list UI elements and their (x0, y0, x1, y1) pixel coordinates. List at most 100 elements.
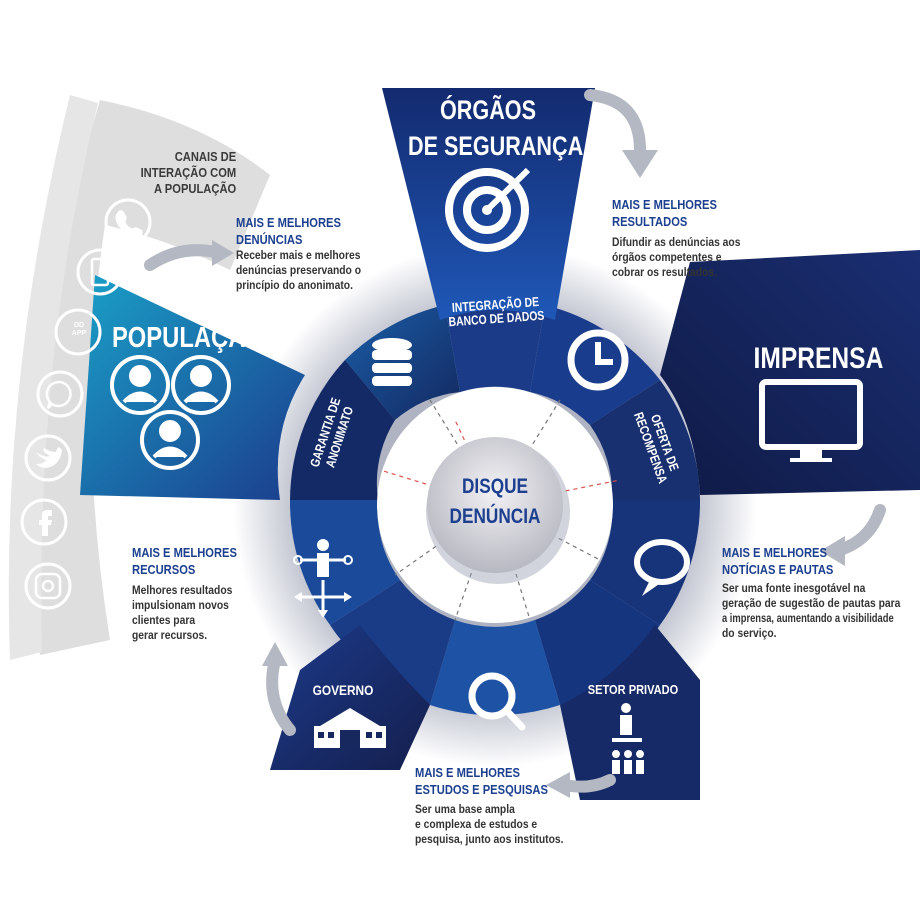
private-sector-icon (612, 703, 644, 774)
recursos-body-4: gerar recursos. (132, 628, 208, 642)
mobile-icon (76, 248, 124, 296)
search-icon (468, 672, 526, 731)
arrow-governo (266, 654, 296, 736)
governo-panel (270, 625, 430, 770)
denuncias-body-1: Receber mais e melhores (236, 248, 361, 262)
center-title: DISQUE DENÚNCIA (439, 472, 551, 532)
canais-line-2: INTERAÇÃO COM (140, 165, 236, 180)
recursos-body-2: impulsionam novos (132, 598, 229, 612)
person-arrows-icon (293, 539, 353, 618)
twitter-icon (24, 434, 72, 482)
noticias-body-1: Ser uma fonte inesgotável na (722, 581, 866, 595)
annotation-recursos: MAIS E MELHORES RECURSOS Melhores result… (132, 544, 254, 643)
populacao-title: POPULAÇÃO (111, 322, 264, 354)
setor-panel (560, 625, 700, 800)
annotation-resultados: MAIS E MELHORES RESULTADOS Difundir as d… (612, 196, 761, 280)
resultados-body-2: órgãos competentes e (612, 250, 722, 264)
ring-seg-setor (535, 580, 660, 705)
monitor-icon (759, 379, 863, 462)
estudos-body-3: pesquisa, junto aos institutos. (415, 832, 564, 846)
resultados-head-2: RESULTADOS (612, 214, 688, 229)
noticias-body-4: do serviço. (722, 626, 777, 640)
recursos-body-3: clientes para (132, 613, 196, 627)
facebook-glyph (39, 510, 52, 536)
canais-line-1: CANAIS DE (174, 149, 236, 164)
ring-seg-integracao (445, 298, 545, 392)
recursos-head-2: RECURSOS (132, 562, 196, 577)
imprensa-title: IMPRENSA (753, 342, 884, 375)
clock-icon (567, 329, 629, 391)
canais-band-tail (8, 95, 98, 660)
ring (289, 298, 701, 716)
ring-seg-oferta (590, 380, 700, 500)
arrow-head-orgaos (622, 150, 658, 178)
canais-label: CANAIS DE INTERAÇÃO COM A POPULAÇÃO (125, 149, 236, 197)
center-disc (427, 437, 563, 573)
arrows (144, 89, 886, 793)
center-line-1: DISQUE (461, 475, 529, 498)
imprensa-panel (660, 250, 920, 495)
noticias-body-2: geração de sugestão de pautas para (722, 596, 901, 610)
phone-glyph (115, 210, 143, 237)
app-icon-label: DD APP (66, 322, 92, 338)
annotation-estudos: MAIS E MELHORES ESTUDOS E PESQUISAS Ser … (415, 764, 588, 847)
recursos-body-1: Melhores resultados (132, 583, 233, 597)
noticias-head-2: NOTÍCIAS E PAUTAS (722, 562, 834, 577)
channel-icons (20, 198, 152, 610)
arrow-heads (212, 150, 845, 798)
government-building-icon (314, 708, 386, 748)
resultados-head-1: MAIS E MELHORES (612, 197, 717, 212)
instagram-icon (24, 562, 72, 610)
orgaos-title: ÓRGÃOS DE SEGURANÇA (408, 92, 584, 164)
mobile-glyph (90, 257, 110, 287)
annotation-noticias: MAIS E MELHORES NOTÍCIAS E PAUTAS Ser um… (722, 544, 920, 641)
database-icon (372, 338, 412, 386)
estudos-head-1: MAIS E MELHORES (415, 765, 520, 780)
denuncias-head-1: MAIS E MELHORES (236, 215, 341, 230)
orgaos-line-2: DE SEGURANÇA (408, 131, 584, 161)
chat-icon (634, 539, 690, 596)
facebook-icon (20, 498, 68, 546)
app-label-2: APP (71, 330, 87, 337)
populacao-panel (80, 275, 305, 500)
arrow-orgaos (584, 89, 646, 156)
user-group-icon (110, 355, 231, 470)
whatsapp-glyph (45, 380, 72, 409)
app-icon (54, 308, 102, 356)
arrow-head-setor (546, 772, 570, 798)
ring-seg-governo (330, 580, 455, 705)
ring-seg-chat (590, 500, 701, 625)
arrow-populacao (144, 244, 221, 271)
ring-seg-db (345, 305, 460, 420)
estudos-body-2: e complexa de estudos e (415, 817, 538, 831)
governo-title: GOVERNO (312, 682, 374, 698)
ring-seg-search (430, 620, 560, 716)
annotation-denuncias: MAIS E MELHORES DENÚNCIAS Receber mais e… (236, 214, 381, 293)
arrow-head-imprensa (820, 536, 845, 566)
orgaos-line-1: ÓRGÃOS (439, 95, 536, 125)
orgaos-panel (382, 88, 595, 320)
resultados-body-3: cobrar os resultados. (612, 265, 717, 279)
setor-privado-title: SETOR PRIVADO (587, 682, 679, 697)
whatsapp-icon (36, 370, 84, 418)
estudos-head-2: ESTUDOS E PESQUISAS (415, 782, 548, 797)
recursos-head-1: MAIS E MELHORES (132, 545, 237, 560)
noticias-body-3: a imprensa, aumentando a visibilidade (722, 611, 894, 625)
instagram-glyph (34, 572, 62, 600)
arrow-head-governo (262, 642, 288, 666)
denuncias-body-3: princípio do anonimato. (236, 278, 353, 292)
resultados-body-1: Difundir as denúncias aos (612, 235, 741, 249)
phone-icon (104, 198, 152, 246)
target-icon (445, 167, 531, 252)
ring-seg-garantia (290, 360, 395, 500)
denuncias-head-2: DENÚNCIAS (236, 232, 303, 247)
app-label-1: DD (73, 322, 85, 329)
noticias-head-1: MAIS E MELHORES (722, 545, 827, 560)
estudos-body-1: Ser uma base ampla (415, 802, 515, 816)
canais-line-3: A POPULAÇÃO (153, 181, 236, 196)
center-line-2: DENÚNCIA (449, 505, 541, 528)
denuncias-body-2: denúncias preservando o (236, 263, 362, 277)
arrow-head-populacao (212, 240, 234, 266)
